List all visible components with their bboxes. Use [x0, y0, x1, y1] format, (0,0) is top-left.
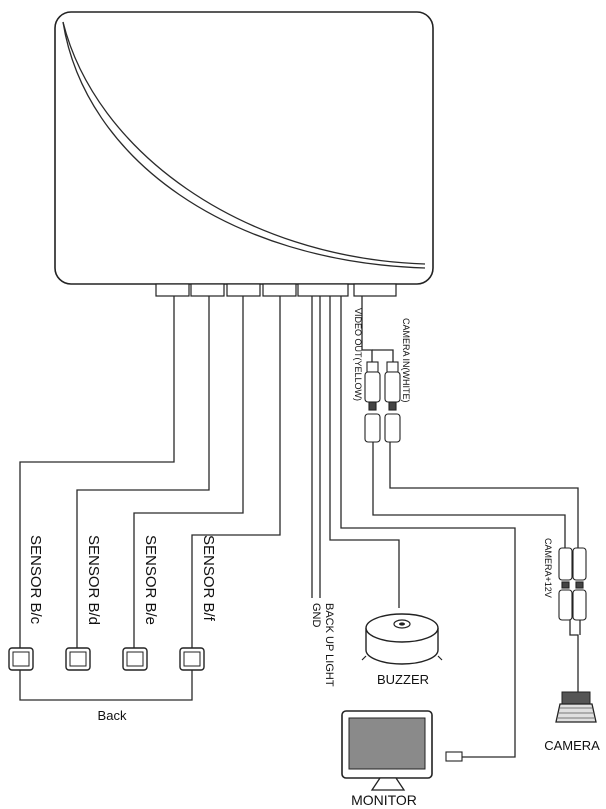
- label-video-out: VIDEO OUT(YELLOW): [353, 308, 363, 401]
- buzzer-icon: [361, 613, 443, 665]
- label-camera: CAMERA: [544, 738, 600, 753]
- label-sensor-b-f: SENSOR B/f: [200, 535, 217, 622]
- label-sensor-b-d: SENSOR B/d: [85, 535, 102, 625]
- label-camera-12v: CAMERA+12V: [543, 538, 553, 598]
- sensor-b-c: [8, 647, 34, 671]
- monitor-icon: [341, 710, 463, 791]
- connector-row: [155, 283, 397, 297]
- label-monitor: MONITOR: [351, 792, 417, 808]
- label-buzzer: BUZZER: [377, 672, 429, 687]
- control-unit: [54, 11, 434, 285]
- rca-plug-white: [384, 361, 401, 443]
- label-sensor-b-e: SENSOR B/e: [142, 535, 159, 625]
- sensor-wires: [19, 296, 281, 648]
- sensor-b-d: [65, 647, 91, 671]
- label-back-up-light: BACK UP LIGHT: [323, 603, 335, 687]
- camera-icon: [555, 691, 597, 723]
- back-bracket: [19, 670, 193, 701]
- sensor-b-e: [122, 647, 148, 671]
- power-plug-camera: [558, 547, 587, 621]
- aux-wires: [311, 296, 516, 758]
- sensor-b-f: [179, 647, 205, 671]
- label-back: Back: [98, 708, 127, 723]
- camera-wires: [361, 296, 581, 692]
- label-gnd: GND: [310, 603, 322, 628]
- rca-plug-yellow: [364, 361, 381, 443]
- label-camera-in: CAMERA IN(WHITE): [401, 318, 411, 403]
- label-sensor-b-c: SENSOR B/c: [27, 535, 44, 625]
